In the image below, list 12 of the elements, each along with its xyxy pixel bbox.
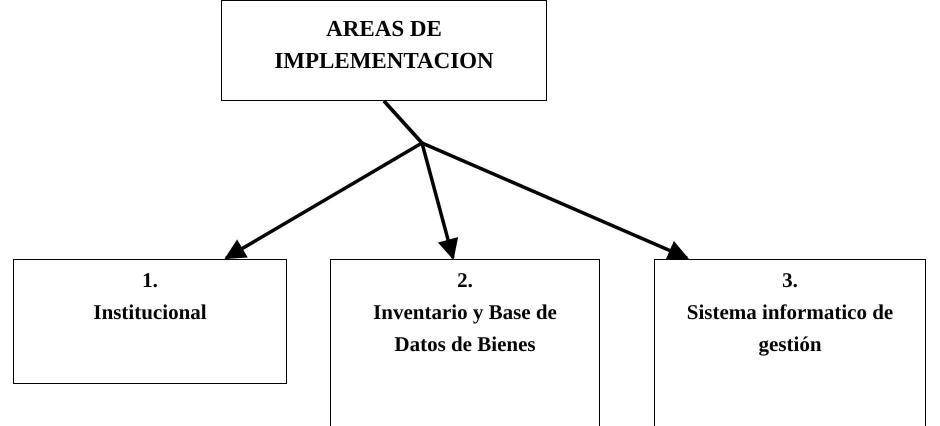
item-number: 3.	[782, 267, 798, 294]
process-box	[654, 259, 926, 426]
process-box	[330, 259, 600, 426]
box-label: Inventario y Base de Datos de Bienes	[372, 299, 558, 358]
box-label: AREAS DE IMPLEMENTACION	[273, 15, 495, 75]
box-label: Institucional	[93, 299, 207, 326]
process-box	[13, 259, 287, 384]
item-number: 1.	[142, 267, 158, 294]
process-box	[221, 0, 547, 101]
item-number: 2.	[457, 267, 473, 294]
arrow	[382, 100, 689, 260]
box-label: Sistema informatico de gestión	[686, 299, 894, 358]
